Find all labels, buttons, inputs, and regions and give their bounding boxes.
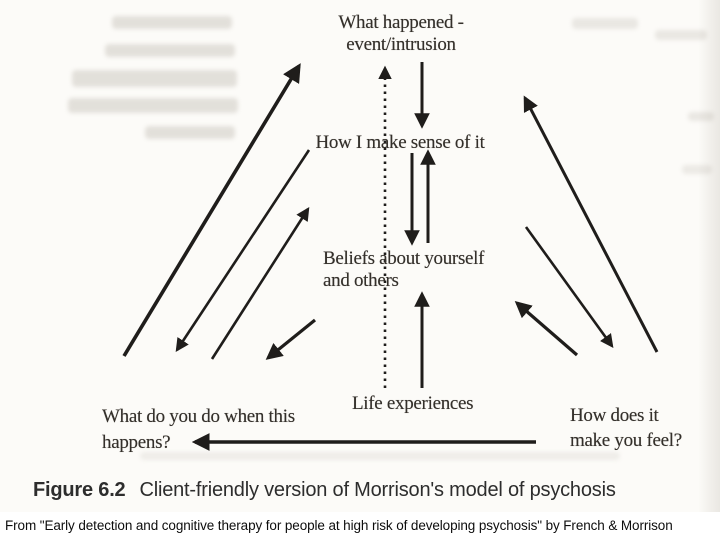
node-what-happened: What happened - event/intrusion xyxy=(321,12,481,56)
node-life-experiences: Life experiences xyxy=(352,393,474,415)
bleed-through-text xyxy=(688,112,714,121)
bleed-through-text xyxy=(72,70,237,87)
arrow-feel-to-beliefs xyxy=(514,301,579,357)
bleed-through-text xyxy=(112,16,232,29)
node-what-do-you-do-line2: happens? xyxy=(102,432,171,453)
arrow-behaviour-to-event xyxy=(122,63,301,357)
node-make-sense: How I make sense of it xyxy=(310,132,490,154)
node-beliefs-line2: and others xyxy=(323,270,399,291)
figure-number: Figure 6.2 xyxy=(33,479,126,501)
scanned-page-area xyxy=(68,0,720,512)
arrow-beliefs-to-behaviour xyxy=(265,318,317,360)
arrow-appraisal-to-feel xyxy=(524,226,614,348)
page-edge-shadow xyxy=(698,0,720,512)
bleed-through-text xyxy=(682,165,712,174)
bleed-through-text xyxy=(572,18,638,29)
arrow-feel-to-event xyxy=(523,95,659,353)
node-what-do-you-do: What do you do when this happens? xyxy=(102,404,295,456)
node-make-sense-label: How I make sense of it xyxy=(315,132,485,153)
node-beliefs-line1: Beliefs about yourself xyxy=(323,248,485,269)
node-how-does-it-feel: How does it make you feel? xyxy=(570,403,682,453)
node-what-do-you-do-line1: What do you do when this xyxy=(102,406,295,427)
bleed-through-text xyxy=(655,30,707,40)
figure-caption-text: Client-friendly version of Morrison's mo… xyxy=(139,479,616,501)
source-attribution-text: From "Early detection and cognitive ther… xyxy=(5,518,673,533)
node-what-happened-line2: event/intrusion xyxy=(346,34,456,55)
arrow-appraisal-to-behaviour xyxy=(175,149,311,353)
figure-caption: Figure 6.2 Client-friendly version of Mor… xyxy=(33,479,616,502)
arrow-behaviour-to-appraisal xyxy=(210,206,310,360)
bleed-through-text xyxy=(145,126,235,139)
node-beliefs: Beliefs about yourself and others xyxy=(323,248,485,292)
node-life-experiences-label: Life experiences xyxy=(352,393,474,414)
bleed-through-text xyxy=(105,44,235,57)
bleed-through-text xyxy=(140,452,620,460)
source-attribution: From "Early detection and cognitive ther… xyxy=(5,518,673,533)
node-what-happened-line1: What happened - xyxy=(338,12,464,33)
node-how-does-it-feel-line2: make you feel? xyxy=(570,430,682,451)
node-how-does-it-feel-line1: How does it xyxy=(570,405,659,426)
bleed-through-text xyxy=(68,98,238,113)
